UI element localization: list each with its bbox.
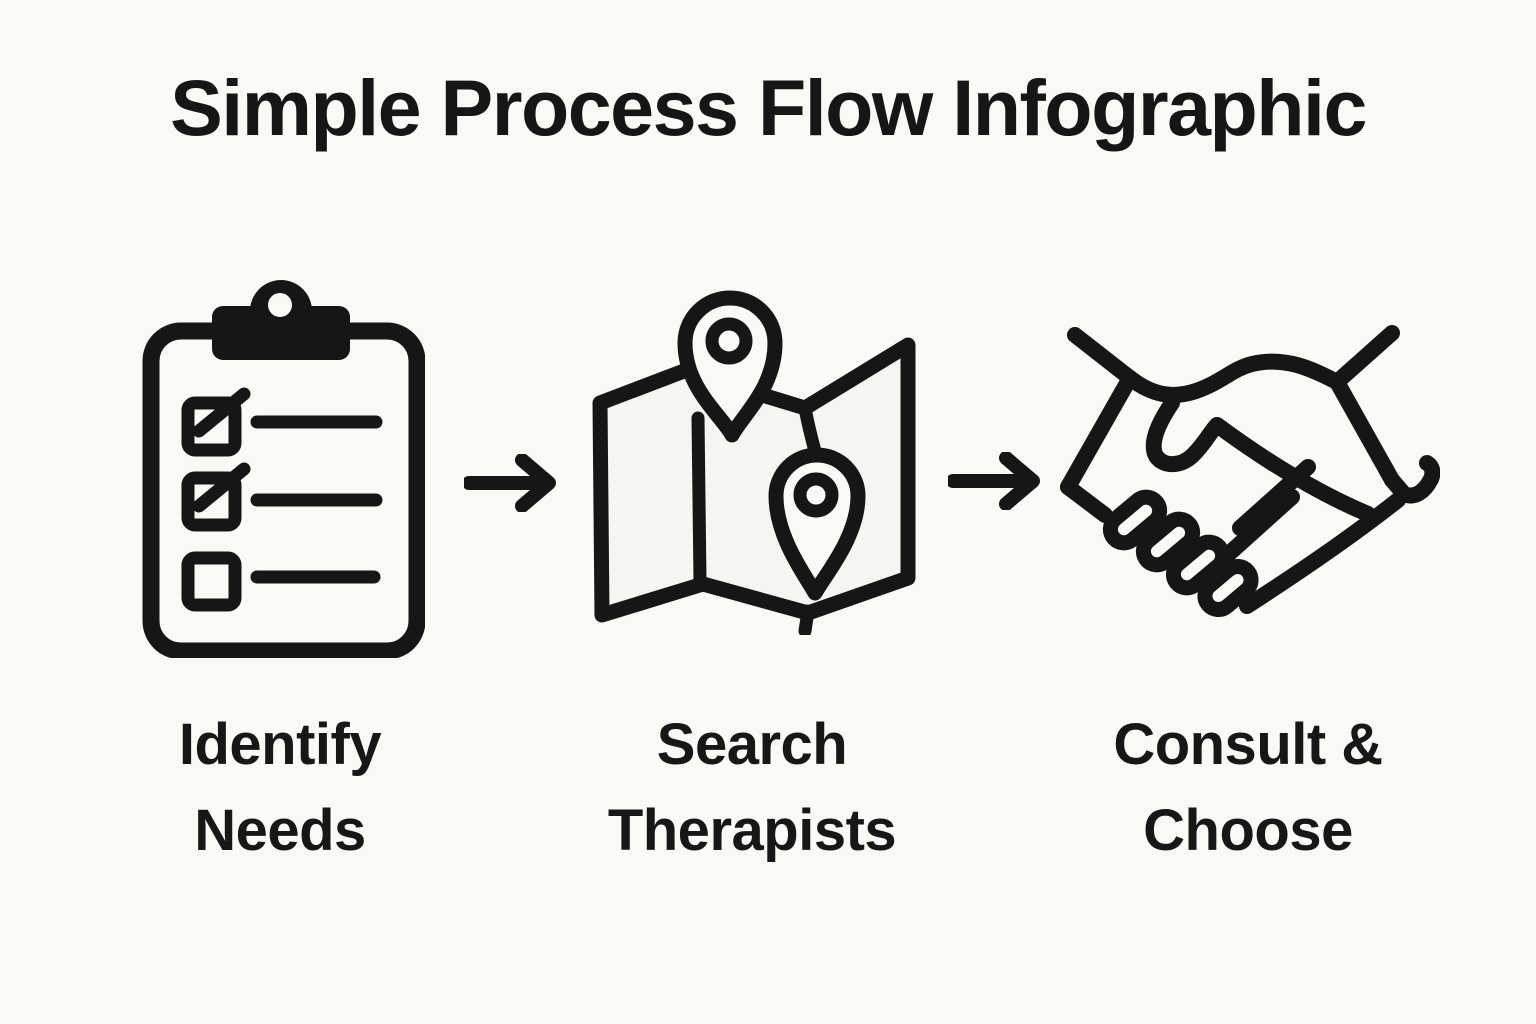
arrow-right-icon (946, 451, 1040, 511)
step-label-line: Identify (178, 712, 382, 777)
page-title: Simple Process Flow Infographic (170, 63, 1367, 152)
step-label-line: Therapists (607, 798, 897, 863)
step-label-line: Choose (1143, 798, 1353, 863)
map-pins-icon (592, 283, 922, 635)
clipboard-checklist-icon (142, 278, 425, 658)
step-label-search-therapists: Search Therapists (512, 702, 992, 874)
step-label-line: Search (656, 712, 848, 777)
arrow-right-icon (462, 453, 556, 513)
step-label-consult-choose: Consult & Choose (1008, 702, 1488, 874)
step-label-line: Consult & (1113, 712, 1383, 777)
step-label-identify-needs: Identify Needs (40, 702, 520, 874)
handshake-icon (1060, 325, 1440, 620)
step-label-line: Needs (194, 798, 366, 863)
